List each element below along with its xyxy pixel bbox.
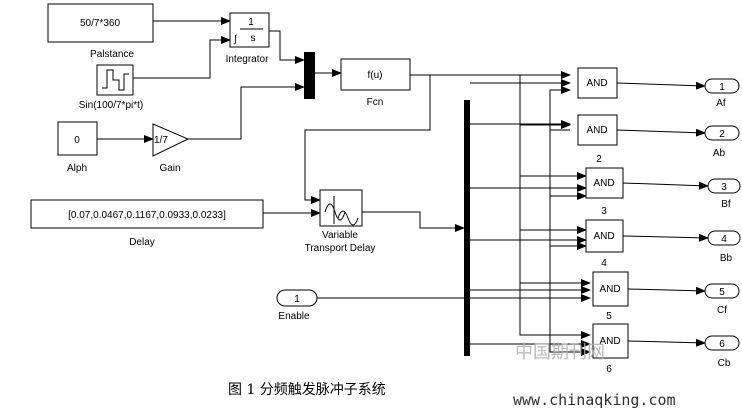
sine-block[interactable] xyxy=(96,64,134,96)
and-gate-4[interactable]: AND xyxy=(585,219,624,253)
and-gate-name: 2 xyxy=(596,154,602,165)
fcn-expr: f(u) xyxy=(368,70,383,81)
integral-sign-icon: ∫ xyxy=(233,34,238,45)
integrator-denominator: s xyxy=(251,33,256,44)
outport-number: 6 xyxy=(719,339,725,350)
outport-cf[interactable]: 5 xyxy=(704,283,740,299)
enable-label: Enable xyxy=(278,311,310,322)
outport-label: Bb xyxy=(720,253,733,264)
and-gate-label: AND xyxy=(586,125,607,136)
and-gate-name: 6 xyxy=(606,364,612,375)
enable-port-number: 1 xyxy=(294,294,300,305)
and-gate-2[interactable]: AND xyxy=(577,114,618,146)
outport-number: 4 xyxy=(721,234,727,245)
integrator-numerator: 1 xyxy=(248,17,254,28)
integrator-block[interactable]: 1 ∫ s xyxy=(229,12,270,48)
alph-label: Alph xyxy=(67,163,87,174)
palstance-value: 50/7*360 xyxy=(80,18,120,29)
outport-bf[interactable]: 3 xyxy=(707,178,741,194)
sine-label: Sin(100/7*pi*t) xyxy=(79,100,143,111)
outport-cb[interactable]: 6 xyxy=(704,335,740,351)
square-wave-icon xyxy=(102,69,129,91)
outport-number: 5 xyxy=(719,287,725,298)
vtd-block[interactable] xyxy=(319,189,363,227)
outport-number: 1 xyxy=(719,82,725,93)
delay-const-block[interactable]: [0.07,0.0467,0.1167,0.0933,0.0233] xyxy=(30,199,264,229)
palstance-block[interactable]: 50/7*360 xyxy=(47,3,154,43)
outport-label: Bf xyxy=(721,199,731,210)
vtd-label-2: Transport Delay xyxy=(305,243,376,254)
fcn-block[interactable]: f(u) xyxy=(340,58,411,91)
site-url: www.chinaqking.com xyxy=(513,391,676,409)
demux-bar[interactable] xyxy=(464,100,470,356)
outport-bb[interactable]: 4 xyxy=(707,230,741,246)
and-gate-label: AND xyxy=(599,336,620,347)
gain-block[interactable]: 1/7 xyxy=(152,123,190,157)
delay-value: [0.07,0.0467,0.1167,0.0933,0.0233] xyxy=(68,210,226,221)
and-gate-3[interactable]: AND xyxy=(585,167,624,199)
and-gate-5[interactable]: AND xyxy=(592,271,629,307)
outport-label: Cb xyxy=(718,358,731,369)
and-gate-1[interactable]: AND xyxy=(577,67,618,99)
gain-value: 1/7 xyxy=(154,135,168,146)
integrator-label: Integrator xyxy=(226,54,269,65)
enable-inport[interactable]: 1 xyxy=(276,289,318,307)
palstance-label: Palstance xyxy=(90,49,134,60)
outport-label: Cf xyxy=(717,305,727,316)
vtd-label-1: Variable xyxy=(322,230,358,241)
outport-number: 3 xyxy=(721,182,727,193)
alph-block[interactable]: 0 xyxy=(57,121,98,156)
outport-label: Af xyxy=(716,98,726,109)
delay-label: Delay xyxy=(129,237,155,248)
and-gate-label: AND xyxy=(593,178,614,189)
outport-label: Ab xyxy=(713,148,726,159)
and-gate-name: 5 xyxy=(606,311,612,322)
outport-ab[interactable]: 2 xyxy=(704,125,740,141)
fcn-label: Fcn xyxy=(367,97,384,108)
gain-label: Gain xyxy=(159,163,180,174)
alph-value: 0 xyxy=(74,135,80,146)
outport-number: 2 xyxy=(719,129,725,140)
signal-lines xyxy=(97,17,709,356)
and-gate-label: AND xyxy=(586,78,607,89)
figure-caption: 图 1 分频触发脉冲子系统 xyxy=(228,382,386,398)
and-gate-name: 4 xyxy=(601,258,607,269)
and-gate-label: AND xyxy=(593,231,614,242)
outport-af[interactable]: 1 xyxy=(704,78,740,94)
and-gate-label: AND xyxy=(599,284,620,295)
and-gate-name: 3 xyxy=(601,206,607,217)
delay-wave-icon xyxy=(324,203,346,221)
mux-bar[interactable] xyxy=(304,52,315,99)
watermark: 中国期刊网 xyxy=(515,342,605,363)
and-gate-6[interactable]: AND xyxy=(592,323,629,359)
